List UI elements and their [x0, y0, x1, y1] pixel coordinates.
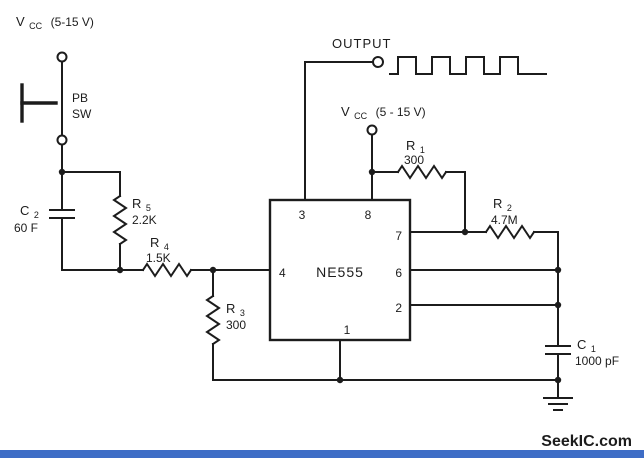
- junction-dot: [116, 266, 124, 274]
- junction-dot: [336, 376, 344, 384]
- output-terminal: [372, 56, 384, 68]
- pin-number-3: 3: [299, 208, 306, 222]
- resistor-r3-symbol: [205, 294, 221, 346]
- capacitor-c2-symbol: [49, 209, 75, 219]
- label-r1: R 1: [406, 137, 425, 155]
- value-r3: 300: [226, 318, 246, 332]
- c1-symbol: C: [577, 337, 586, 352]
- r3-subscript: 3: [240, 308, 245, 318]
- seekic-watermark: SeekIC.com: [541, 433, 632, 450]
- footer-bar: [0, 450, 644, 458]
- label-c2: C 2: [20, 202, 39, 220]
- pin-number-6: 6: [395, 266, 402, 280]
- r3-symbol: R: [226, 301, 235, 316]
- value-r1: 300: [404, 153, 424, 167]
- r1-symbol: R: [406, 138, 415, 153]
- pin-number-1: 1: [344, 323, 351, 337]
- value-c1: 1000 pF: [575, 354, 619, 368]
- value-r4: 1.5K: [146, 251, 171, 265]
- capacitor-c1-symbol: [545, 345, 571, 355]
- c2-subscript: 2: [34, 210, 39, 220]
- ic-name: NE555: [316, 264, 364, 280]
- pin-number-4: 4: [279, 266, 286, 280]
- junction-dot: [209, 266, 217, 274]
- label-pushbutton-line2: SW: [72, 107, 92, 121]
- ic-ne555: NE555 3 8 7 6 2 4 1: [268, 198, 412, 342]
- value-r2: 4.7M: [491, 213, 518, 227]
- square-wave-icon: [389, 56, 547, 75]
- junction-dot: [554, 376, 562, 384]
- value-c2: 60 F: [14, 221, 38, 235]
- junction-dot: [58, 168, 66, 176]
- vcc-right-symbol: V: [341, 104, 350, 119]
- label-output: OUTPUT: [332, 36, 391, 51]
- c2-symbol: C: [20, 203, 29, 218]
- r2-subscript: 2: [507, 203, 512, 213]
- r5-symbol: R: [132, 196, 141, 211]
- ground-symbol: [543, 397, 573, 411]
- vcc-terminal: [366, 124, 378, 136]
- resistor-r1-symbol: [396, 164, 448, 180]
- c1-subscript: 1: [591, 344, 596, 354]
- vcc-right-subscript: CC: [354, 111, 367, 121]
- value-r5: 2.2K: [132, 213, 157, 227]
- junction-dot: [554, 266, 562, 274]
- r1-subscript: 1: [420, 145, 425, 155]
- junction-dot: [554, 301, 562, 309]
- pin-number-7: 7: [395, 229, 402, 243]
- junction-dots: [58, 168, 562, 384]
- resistor-r4-symbol: [141, 262, 193, 278]
- label-r4: R 4: [150, 234, 169, 252]
- vcc-left-subscript: CC: [29, 21, 42, 31]
- label-pushbutton-line1: PB: [72, 91, 88, 105]
- wires: [61, 60, 559, 399]
- ic-body: [268, 198, 412, 342]
- vcc-left-symbol: V: [16, 14, 25, 29]
- terminal-circle: [56, 134, 68, 146]
- label-r5: R 5: [132, 195, 151, 213]
- label-vcc-left: V CC (5-15 V): [16, 13, 94, 33]
- junction-dot: [461, 228, 469, 236]
- label-vcc-right: V CC (5 - 15 V): [341, 103, 426, 123]
- r2-symbol: R: [493, 196, 502, 211]
- pin-number-2: 2: [395, 301, 402, 315]
- pushbutton-switch: [20, 51, 68, 146]
- r4-subscript: 4: [164, 242, 169, 252]
- resistor-r2-symbol: [484, 224, 536, 240]
- vcc-right-value: (5 - 15 V): [376, 105, 426, 119]
- r4-symbol: R: [150, 235, 159, 250]
- resistor-r5-symbol: [112, 194, 128, 246]
- label-r3: R 3: [226, 300, 245, 318]
- label-c1: C 1: [577, 336, 596, 354]
- vcc-left-value: (5-15 V): [51, 15, 94, 29]
- label-r2: R 2: [493, 195, 512, 213]
- r5-subscript: 5: [146, 203, 151, 213]
- junction-dot: [368, 168, 376, 176]
- terminal-circle: [56, 51, 68, 63]
- pin-number-8: 8: [365, 208, 372, 222]
